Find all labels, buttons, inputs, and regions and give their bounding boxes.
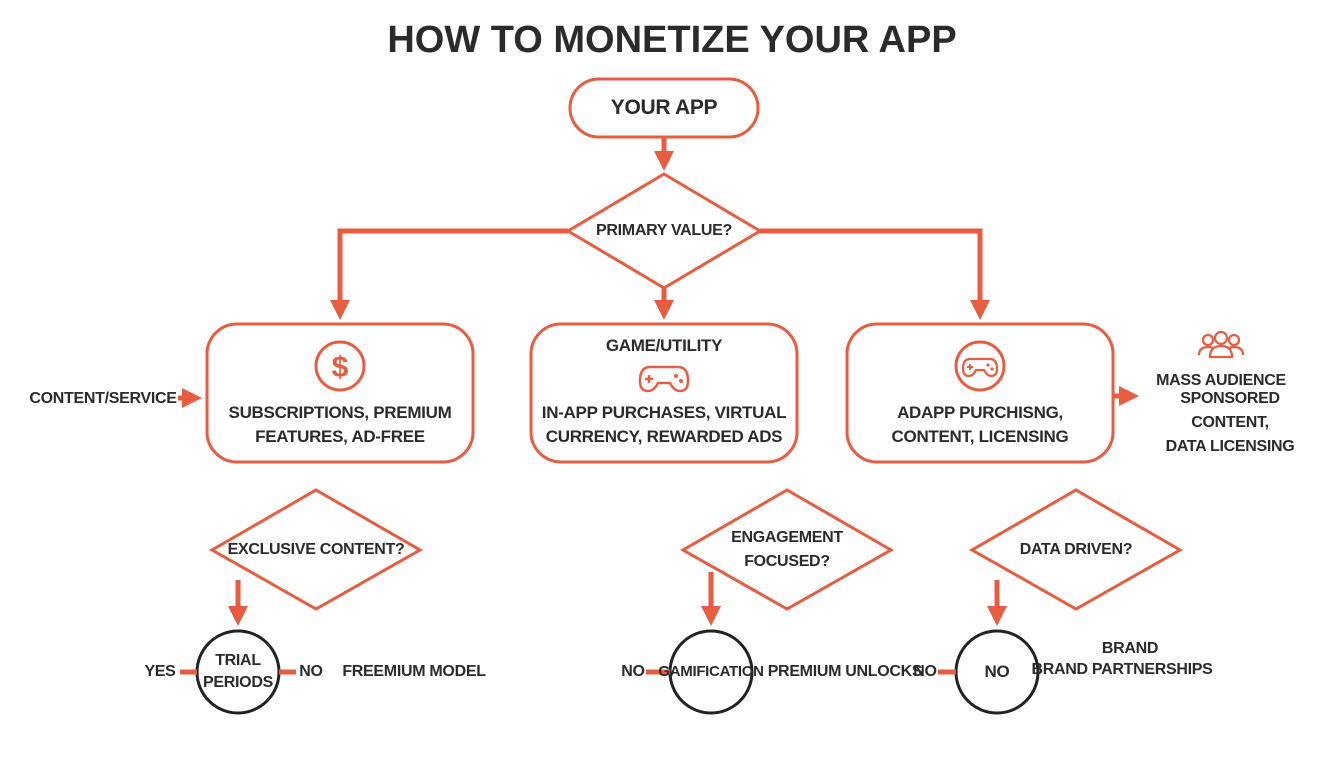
svg-text:$: $ bbox=[332, 351, 349, 384]
game-utility-box bbox=[529, 322, 799, 464]
engagement-focused-label: ENGAGEMENT FOCUSED? bbox=[731, 529, 843, 570]
group-icon bbox=[1197, 330, 1245, 359]
data-driven-label: DATA DRIVEN? bbox=[1019, 541, 1133, 558]
adapp-box bbox=[845, 322, 1115, 464]
data-driven-diamond bbox=[968, 488, 1184, 611]
no-circle-label: NO bbox=[984, 662, 1010, 681]
no-trial-label: NO bbox=[299, 663, 323, 680]
trial-periods-label: TRIAL PERIODS bbox=[203, 652, 273, 691]
your-app-label: YOUR APP bbox=[610, 96, 718, 119]
premium-unlocks-label: PREMIUM UNLOCKS bbox=[767, 663, 923, 680]
subscriptions-box bbox=[205, 322, 475, 464]
primary-value-label: PRIMARY VALUE? bbox=[596, 222, 732, 239]
gamepad-circle-icon bbox=[954, 340, 1006, 392]
yes-label: YES bbox=[144, 663, 176, 680]
gamepad-icon bbox=[638, 365, 690, 393]
no-before-circle-label: NO bbox=[913, 663, 937, 680]
engagement-focused-diamond bbox=[679, 488, 895, 611]
no-gamification-label: NO bbox=[621, 663, 645, 680]
exclusive-content-diamond bbox=[208, 488, 424, 611]
branch-left bbox=[330, 228, 568, 320]
mass-audience-text: SPONSORED CONTENT, DATA LICENSING bbox=[1165, 390, 1295, 455]
content-service-label: CONTENT/SERVICE bbox=[29, 390, 177, 407]
adapp-text: ADAPP PURCHISNG, CONTENT, LICENSING bbox=[891, 403, 1069, 446]
page-title: HOW TO MONETIZE YOUR APP bbox=[387, 19, 957, 61]
mass-audience-heading: MASS AUDIENCE bbox=[1156, 372, 1286, 389]
exclusive-content-label: EXCLUSIVE CONTENT? bbox=[227, 541, 405, 558]
in-app-purchases-text: IN-APP PURCHASES, VIRTUAL CURRENCY, REWA… bbox=[541, 403, 787, 446]
brand-label: BRAND bbox=[1101, 640, 1159, 657]
brand-partnerships-label: BRAND PARTNERSHIPS bbox=[1031, 661, 1213, 678]
gamification-label: GAMIFICATION bbox=[658, 663, 764, 680]
dollar-icon: $ bbox=[314, 340, 366, 392]
branch-right bbox=[760, 228, 990, 320]
game-utility-heading: GAME/UTILITY bbox=[605, 336, 723, 355]
subscriptions-text: SUBSCRIPTIONS, PREMIUM FEATURES, AD-FREE bbox=[228, 403, 452, 446]
freemium-model-label: FREEMIUM MODEL bbox=[342, 663, 486, 680]
